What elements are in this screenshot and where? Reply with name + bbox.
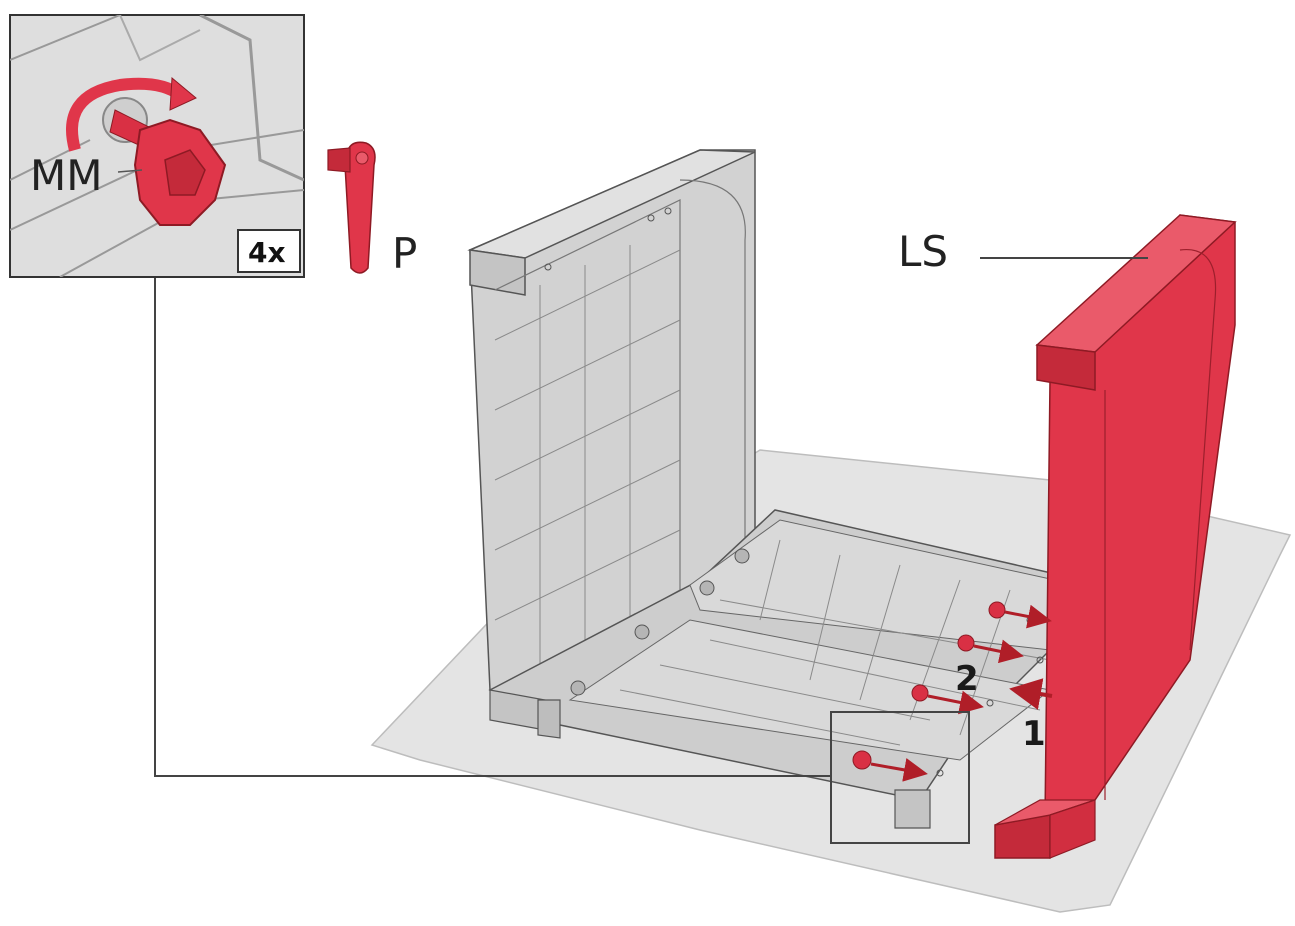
step-1-label: 1 [1022,714,1046,754]
mm-label: MM [30,151,102,200]
callout-leader-line [154,278,831,777]
seat-base [488,509,1061,829]
insert-arrow-icon [1009,678,1053,710]
quantity-label: 4x [248,236,286,269]
wrench-icon [327,141,376,274]
side-panel-ls [994,214,1237,859]
detail-callout-box [830,711,970,844]
quantity-badge [237,229,301,273]
step-2-label: 2 [955,659,979,699]
inset-detail: MM 4x [9,14,305,278]
screw-icon [852,601,1052,782]
p-label: P [392,229,417,278]
ls-label: LS [898,227,948,276]
rotate-arrow-icon [66,77,184,152]
